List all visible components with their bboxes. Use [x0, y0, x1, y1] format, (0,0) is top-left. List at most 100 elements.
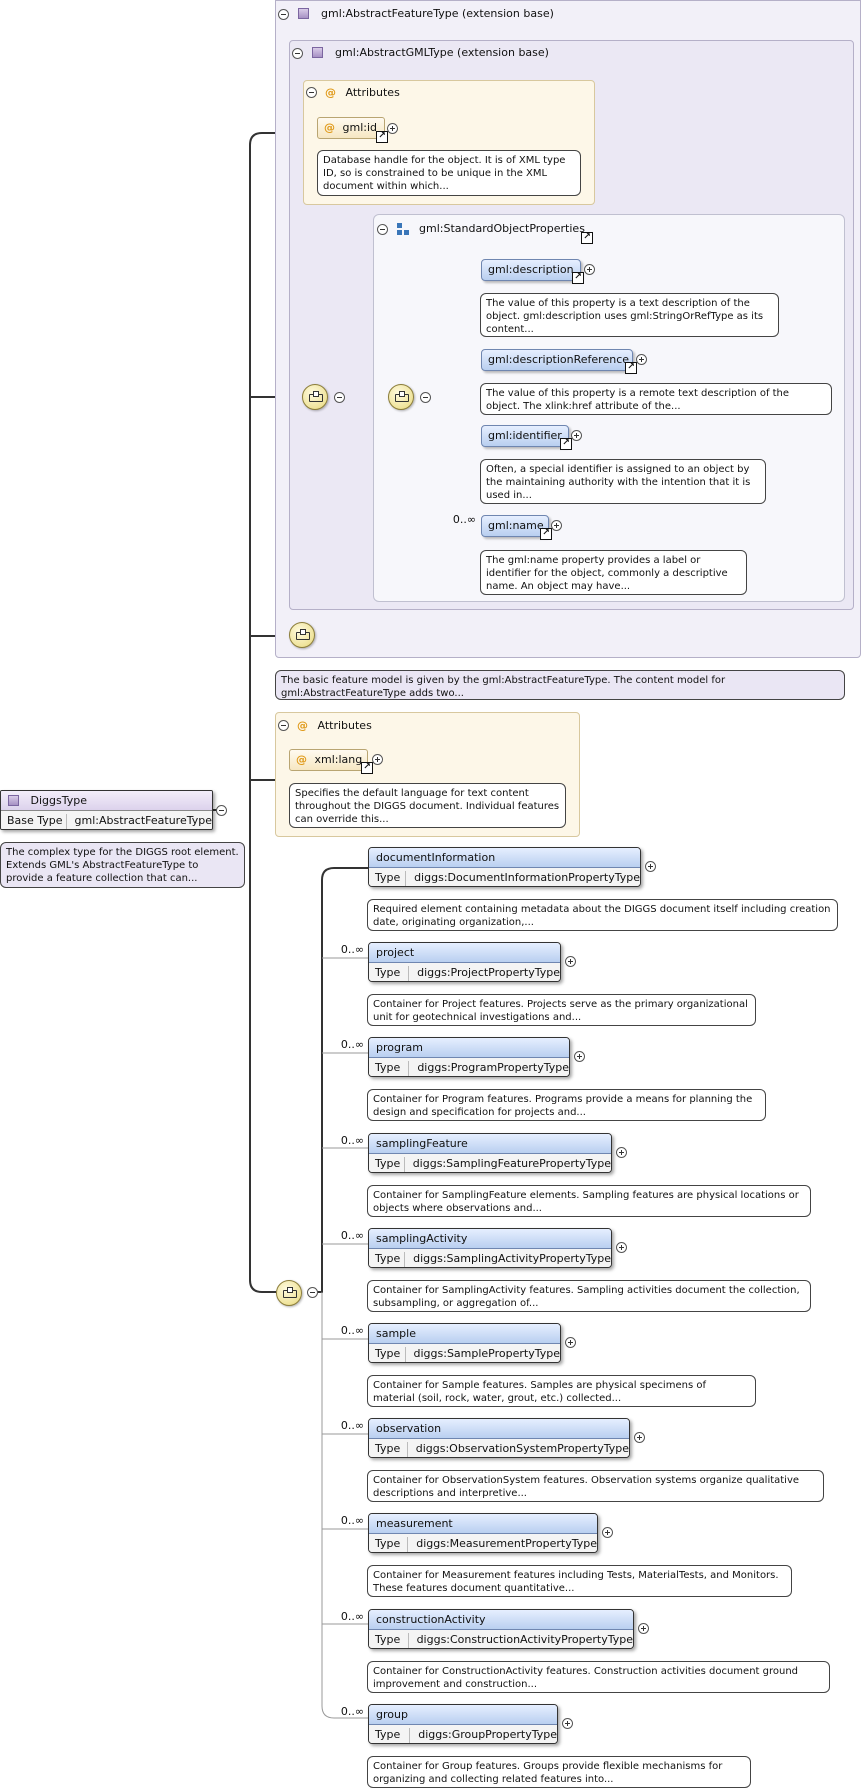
expand-icon[interactable]	[571, 430, 582, 441]
abstract-gml-panel-title: gml:AbstractGMLType (extension base)	[335, 46, 549, 59]
expand-icon[interactable]	[574, 1051, 585, 1062]
sequence-compositor-icon[interactable]	[276, 1280, 302, 1306]
attribute-xml-lang[interactable]: @ xml:lang	[289, 749, 368, 771]
diggs-attributes-label: Attributes	[317, 719, 372, 732]
element-cardinality: 0..∞	[340, 1134, 364, 1147]
element-type-row: Type diggs:SamplePropertyType	[369, 1344, 561, 1362]
element-name: samplingFeature	[369, 1134, 611, 1154]
collapse-diggs-type-icon[interactable]	[216, 805, 227, 816]
collapse-gml-attributes-icon[interactable]	[306, 87, 317, 98]
element-name: group	[369, 1705, 557, 1725]
collapse-sequence-icon[interactable]	[420, 392, 431, 403]
external-link-icon[interactable]: ↗	[540, 528, 552, 540]
type-value: diggs:SamplePropertyType	[413, 1347, 561, 1360]
type-label: Type	[369, 1157, 405, 1172]
element-name: samplingActivity	[369, 1229, 611, 1249]
external-link-icon[interactable]: ↗	[625, 362, 637, 374]
element-cardinality: 0..∞	[340, 1514, 364, 1527]
element-documentation: Required element containing metadata abo…	[367, 899, 838, 931]
collapse-sequence-icon[interactable]	[307, 1287, 318, 1298]
attribute-icon: @	[324, 121, 335, 134]
element-documentation: Container for Program features. Programs…	[367, 1089, 766, 1121]
external-link-icon[interactable]: ↗	[572, 272, 584, 284]
gml-id-documentation: Database handle for the object. It is of…	[317, 150, 581, 196]
external-link-icon[interactable]: ↗	[361, 762, 373, 774]
element-gml-identifier[interactable]: gml:identifier	[481, 425, 569, 447]
diggs-type-box[interactable]: DiggsType Base Type gml:AbstractFeatureT…	[0, 790, 213, 830]
expand-icon[interactable]	[616, 1242, 627, 1253]
element-cardinality: 0..∞	[340, 943, 364, 956]
expand-icon[interactable]	[562, 1718, 573, 1729]
expand-icon[interactable]	[645, 861, 656, 872]
element-gml-description-reference[interactable]: gml:descriptionReference	[481, 349, 633, 371]
type-value: diggs:SamplingActivityPropertyType	[413, 1252, 611, 1265]
type-value: diggs:ConstructionActivityPropertyType	[416, 1633, 633, 1646]
group-icon	[397, 223, 410, 236]
sequence-compositor-icon[interactable]	[289, 622, 315, 648]
collapse-abstract-feature-icon[interactable]	[278, 9, 289, 20]
attribute-icon: @	[296, 753, 307, 766]
expand-icon[interactable]	[565, 1337, 576, 1348]
collapse-sequence-icon[interactable]	[334, 392, 345, 403]
standard-object-properties-title: gml:StandardObjectProperties	[419, 222, 585, 235]
type-label: Type	[369, 1633, 409, 1648]
element-name: documentInformation	[369, 848, 640, 868]
expand-icon[interactable]	[565, 956, 576, 967]
element-documentation: Container for ObservationSystem features…	[367, 1470, 824, 1502]
attribute-gml-id[interactable]: @ gml:id	[317, 117, 385, 139]
expand-icon[interactable]	[634, 1432, 645, 1443]
expand-icon[interactable]	[638, 1623, 649, 1634]
element-type-row: Type diggs:SamplingActivityPropertyType	[369, 1249, 611, 1267]
abstract-feature-panel-title: gml:AbstractFeatureType (extension base)	[321, 7, 554, 20]
expand-icon[interactable]	[616, 1147, 627, 1158]
expand-icon[interactable]	[636, 354, 647, 365]
complex-type-icon	[298, 8, 309, 19]
external-link-icon[interactable]: ↗	[560, 438, 572, 450]
expand-icon[interactable]	[602, 1527, 613, 1538]
type-label: Type	[369, 966, 410, 981]
sequence-compositor-icon[interactable]	[302, 384, 328, 410]
gml-attributes-label: Attributes	[345, 86, 400, 99]
type-label: Type	[369, 1347, 406, 1362]
element-name: program	[369, 1038, 569, 1058]
diggs-type-header: DiggsType	[1, 791, 212, 811]
external-link-icon[interactable]: ↗	[581, 232, 593, 244]
type-label: Type	[369, 1728, 411, 1743]
expand-icon[interactable]	[551, 520, 562, 531]
expand-icon[interactable]	[372, 754, 383, 765]
gml-description-documentation: The value of this property is a text des…	[480, 293, 779, 337]
type-label: Type	[369, 1537, 409, 1552]
element-gml-description[interactable]: gml:description	[481, 259, 581, 281]
element-documentation: Container for Measurement features inclu…	[367, 1565, 792, 1597]
element-gml-name[interactable]: gml:name	[481, 515, 549, 537]
expand-icon[interactable]	[387, 123, 398, 134]
sequence-compositor-icon[interactable]	[388, 384, 414, 410]
base-type-value: gml:AbstractFeatureType	[74, 814, 212, 827]
element-cardinality: 0..∞	[340, 1324, 364, 1337]
type-value: diggs:DocumentInformationPropertyType	[414, 871, 640, 884]
element-cardinality: 0..∞	[340, 1038, 364, 1051]
external-link-icon[interactable]: ↗	[376, 131, 388, 143]
expand-icon[interactable]	[584, 264, 595, 275]
attribute-name: xml:lang	[314, 753, 363, 766]
diggs-type-documentation: The complex type for the DIGGS root elem…	[0, 842, 245, 888]
collapse-abstract-gml-icon[interactable]	[292, 48, 303, 59]
collapse-standard-props-icon[interactable]	[377, 224, 388, 235]
collapse-diggs-attributes-icon[interactable]	[278, 720, 289, 731]
type-label: Type	[369, 1252, 406, 1267]
gml-identifier-documentation: Often, a special identifier is assigned …	[480, 459, 766, 504]
attribute-icon: @	[297, 719, 308, 732]
